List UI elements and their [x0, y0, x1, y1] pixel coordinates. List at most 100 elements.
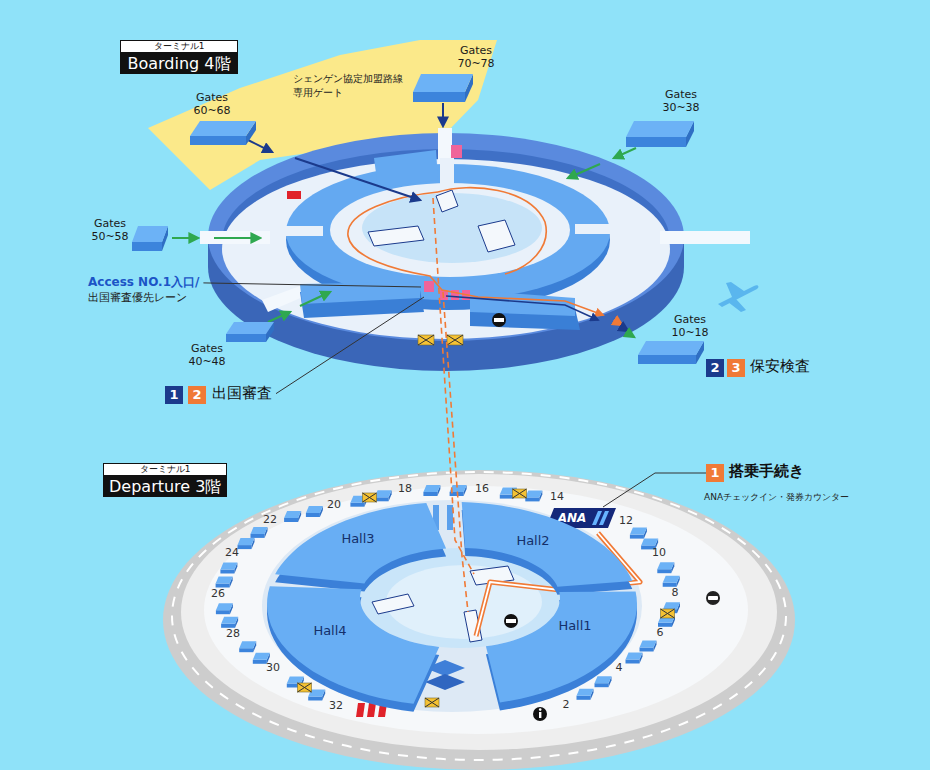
hall-block: Hall3 [274, 501, 448, 593]
counter-block [423, 485, 440, 492]
counter-block [626, 660, 640, 664]
hall-top [267, 586, 439, 704]
flow-arrow [214, 237, 260, 239]
gate-block [226, 322, 274, 334]
counter-block [239, 641, 256, 648]
counter-block [284, 511, 301, 518]
closed-counter [513, 489, 527, 498]
counter-number: 30 [266, 662, 280, 675]
closed-counter [298, 683, 312, 692]
counter-block [375, 490, 392, 497]
counter-block [251, 534, 265, 538]
gate-block-label: Gates 70~78 [457, 44, 494, 70]
building-block [470, 290, 575, 316]
counter-block [640, 641, 657, 648]
counter-block [308, 697, 322, 701]
map-label: ANAチェックイン・発券カウンター [704, 492, 849, 502]
leader-line [276, 297, 424, 394]
entrance [425, 674, 465, 690]
counter-number: 8 [672, 587, 679, 600]
gate-block [190, 136, 246, 145]
hall-top [486, 592, 637, 703]
route-orange [348, 192, 603, 315]
escalator [372, 594, 414, 614]
building-block [374, 150, 438, 188]
floor-link [443, 292, 468, 612]
gate-block: Gates 30~38 [625, 87, 701, 148]
floor-title: ターミナル1Departure 3階 [103, 463, 227, 497]
hall-block-label: Hall2 [516, 533, 549, 548]
departure-floor [204, 486, 748, 734]
counter-number: 28 [226, 628, 240, 641]
gate-block-label: Gates 60~68 [193, 91, 230, 117]
map-label: シェンゲン協定加盟路線 専用ゲート [293, 72, 409, 100]
map-label: 搭乗手続き [729, 463, 804, 480]
counter-number: 24 [225, 547, 239, 560]
hall-block-label: Hall1 [558, 618, 591, 633]
counter-block [577, 689, 594, 696]
counter-block [595, 676, 612, 683]
counter-block [220, 563, 237, 570]
red-mark [287, 191, 301, 199]
counter-block [641, 538, 658, 545]
callout-badge: 2 [706, 359, 724, 377]
counter-block [253, 660, 267, 664]
info-icon [533, 707, 547, 721]
flow-arrow [248, 140, 272, 152]
counter-block [216, 603, 233, 610]
flow-arrow [172, 237, 198, 239]
flow-arrow [268, 312, 290, 322]
ring-top [208, 133, 684, 341]
hall-block-label: Hall3 [341, 531, 374, 546]
gate-block [626, 137, 686, 147]
callout-number: 2 [188, 386, 206, 404]
gate-block: Gates 70~78 [412, 43, 496, 103]
flow-arrow [626, 332, 634, 337]
counter-number: 16 [475, 483, 489, 496]
boarding-floor [222, 159, 670, 339]
counter-block [577, 696, 591, 700]
counter-block [216, 577, 233, 584]
hall-floor [262, 500, 642, 712]
counter-block [306, 513, 320, 517]
hall-block-outline [274, 501, 448, 593]
hall-top [275, 503, 446, 583]
flow-arrow [620, 326, 628, 331]
departure-floor [181, 474, 777, 750]
hall-block-label: Hall4 [313, 623, 346, 638]
counter-block [630, 528, 647, 535]
counter-block [423, 492, 437, 496]
floor-title: ターミナル1Boarding 4階 [120, 40, 238, 74]
road-marking [172, 472, 786, 760]
pier [262, 286, 305, 312]
counter-block [657, 562, 674, 569]
gate-block: Gates 10~18 [637, 312, 710, 365]
flow-arrow [300, 292, 330, 306]
counter-block [220, 570, 234, 574]
counter-block [595, 683, 609, 687]
entrance-mark [424, 281, 434, 292]
flow-arrow [442, 103, 444, 126]
terminal-name: ターミナル1 [103, 463, 227, 476]
inner-floor [330, 183, 570, 277]
pier [660, 231, 750, 244]
corridor [440, 158, 454, 188]
counter-block [626, 653, 643, 660]
callout-badge: 2 [188, 386, 206, 404]
counter-block [500, 495, 514, 499]
pillar [447, 505, 453, 530]
callout-badge: 3 [727, 359, 745, 377]
leader-connector [603, 473, 706, 507]
gate-block: Gates 60~68 [189, 90, 257, 146]
counter-number: 14 [550, 491, 564, 504]
callout-number: 3 [727, 359, 745, 377]
leader-lines [203, 283, 424, 394]
closed-counter [363, 493, 377, 502]
hall-block-outline [460, 501, 634, 596]
gate-block: Gates 40~48 [187, 321, 275, 369]
map-label: 保安検査 [750, 358, 810, 375]
counter-number: 32 [329, 700, 343, 713]
counter-block [350, 503, 364, 507]
counter-block [239, 648, 253, 652]
